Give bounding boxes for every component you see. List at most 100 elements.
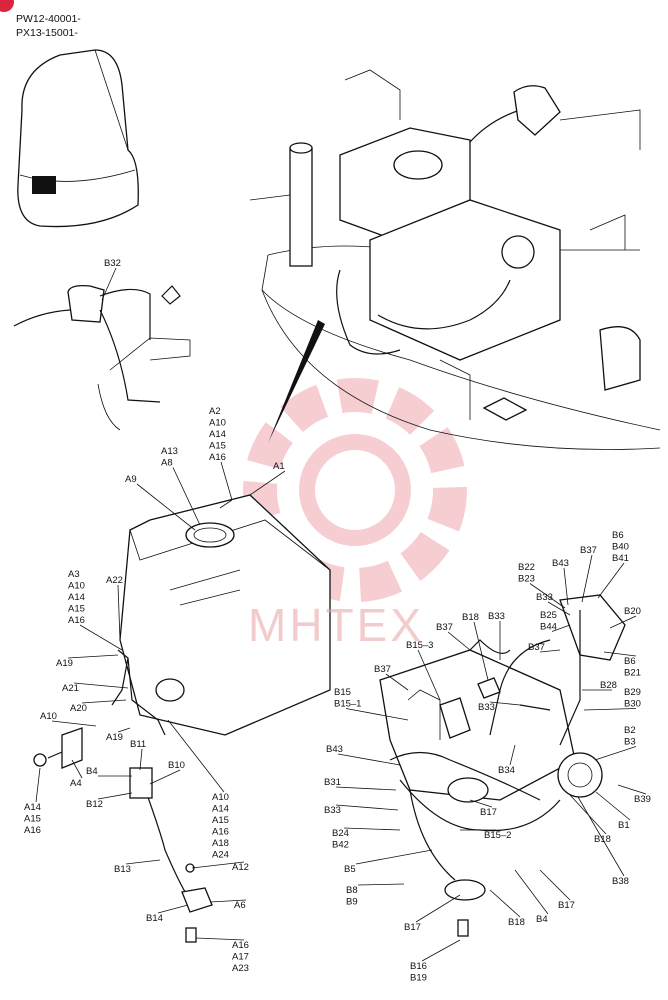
leader-b39 bbox=[617, 784, 647, 795]
callout-b28: B28 bbox=[600, 680, 617, 691]
callout-a22: A22 bbox=[106, 575, 123, 586]
callout-b38: B38 bbox=[612, 876, 629, 887]
leader-b37a bbox=[581, 554, 593, 603]
b32-detail-view bbox=[13, 284, 191, 431]
leader-b33d bbox=[335, 804, 399, 811]
leader-a9 bbox=[136, 483, 196, 531]
callout-b37a: B37 bbox=[580, 545, 597, 556]
callout-b31: B31 bbox=[324, 777, 341, 788]
callout-b4: B4 bbox=[86, 766, 98, 777]
callout-b13: B13 bbox=[114, 864, 131, 875]
callout-b11: B11 bbox=[130, 739, 146, 750]
callout-a9: A9 bbox=[125, 474, 137, 485]
leader-a4 bbox=[71, 759, 83, 779]
callout-a20: A20 bbox=[70, 703, 87, 714]
leader-b6 bbox=[597, 562, 625, 599]
leader-b4b bbox=[514, 869, 549, 915]
leader-a10b bbox=[51, 720, 97, 727]
leader-b29 bbox=[583, 708, 637, 711]
leader-a12 bbox=[191, 861, 245, 869]
callout-b33b: B33 bbox=[488, 611, 505, 622]
leader-b6b bbox=[603, 651, 637, 657]
leader-a21 bbox=[73, 682, 129, 689]
callout-b43: B43 bbox=[552, 558, 569, 569]
leader-b2 bbox=[594, 746, 637, 761]
callout-b4b: B4 bbox=[536, 914, 548, 925]
leader-a19b bbox=[117, 727, 131, 733]
serial-range-1: PW12-40001- bbox=[16, 13, 81, 25]
callout-a21: A21 bbox=[62, 683, 79, 694]
callout-a19: A19 bbox=[56, 658, 73, 669]
callout-b43b: B43 bbox=[326, 744, 343, 755]
leader-b13 bbox=[125, 859, 161, 865]
leader-a19 bbox=[67, 654, 119, 659]
callout-b39: B39 bbox=[634, 794, 651, 805]
serial-range-2: PX13-15001- bbox=[16, 27, 78, 39]
callout-b18c: B18 bbox=[508, 917, 525, 928]
machine-inset-icon bbox=[17, 49, 139, 228]
callout-b12: B12 bbox=[86, 799, 103, 810]
leader-a22 bbox=[117, 584, 121, 641]
callout-b14: B14 bbox=[146, 913, 163, 924]
leader-b18a bbox=[473, 621, 489, 681]
leader-arrow-icon bbox=[268, 320, 325, 443]
pump-hose-assembly-view bbox=[379, 594, 626, 937]
leader-a1 bbox=[249, 470, 286, 496]
callout-b20: B20 bbox=[624, 606, 641, 617]
leader-b8 bbox=[357, 883, 405, 886]
leader-b43b bbox=[337, 753, 401, 766]
leader-b17b bbox=[539, 869, 571, 901]
leader-b43 bbox=[563, 567, 569, 606]
watermark-gear-icon bbox=[243, 378, 467, 602]
leader-b12 bbox=[97, 792, 133, 800]
leader-b10 bbox=[149, 769, 181, 785]
leader-a3 bbox=[79, 624, 123, 651]
callout-b33d: B33 bbox=[324, 805, 341, 816]
callout-b1: B1 bbox=[618, 820, 630, 831]
leader-a6 bbox=[209, 899, 247, 903]
callout-b5: B5 bbox=[344, 864, 356, 875]
leader-b38 bbox=[577, 796, 625, 877]
leader-b17c bbox=[415, 894, 461, 923]
leader-b33a bbox=[547, 601, 571, 616]
callout-a19b: A19 bbox=[106, 732, 123, 743]
upper-structure-view bbox=[249, 69, 661, 450]
leader-b1 bbox=[595, 791, 631, 821]
leader-a20 bbox=[81, 699, 127, 704]
leader-lines bbox=[35, 267, 647, 962]
leader-a14b bbox=[35, 767, 41, 803]
callout-a4: A4 bbox=[70, 778, 82, 789]
callout-b37c: B37 bbox=[436, 622, 453, 633]
leader-b34 bbox=[509, 744, 516, 766]
callout-b32: B32 bbox=[104, 258, 121, 269]
callout-a6: A6 bbox=[234, 900, 246, 911]
leader-b37c bbox=[447, 631, 471, 651]
leader-b24 bbox=[343, 827, 401, 831]
callout-b18b: B18 bbox=[594, 834, 611, 845]
leader-b15 bbox=[345, 708, 409, 721]
leader-b37d bbox=[385, 673, 409, 691]
tank-assembly-view bbox=[33, 494, 331, 943]
callout-b15-2: B15–2 bbox=[484, 830, 511, 841]
callout-b15-3: B15–3 bbox=[406, 640, 433, 651]
callout-b10: B10 bbox=[168, 760, 185, 771]
leader-b20 bbox=[609, 615, 637, 629]
leader-b25 bbox=[551, 624, 571, 632]
leader-b16 bbox=[421, 939, 461, 962]
page-badge bbox=[0, 0, 14, 12]
